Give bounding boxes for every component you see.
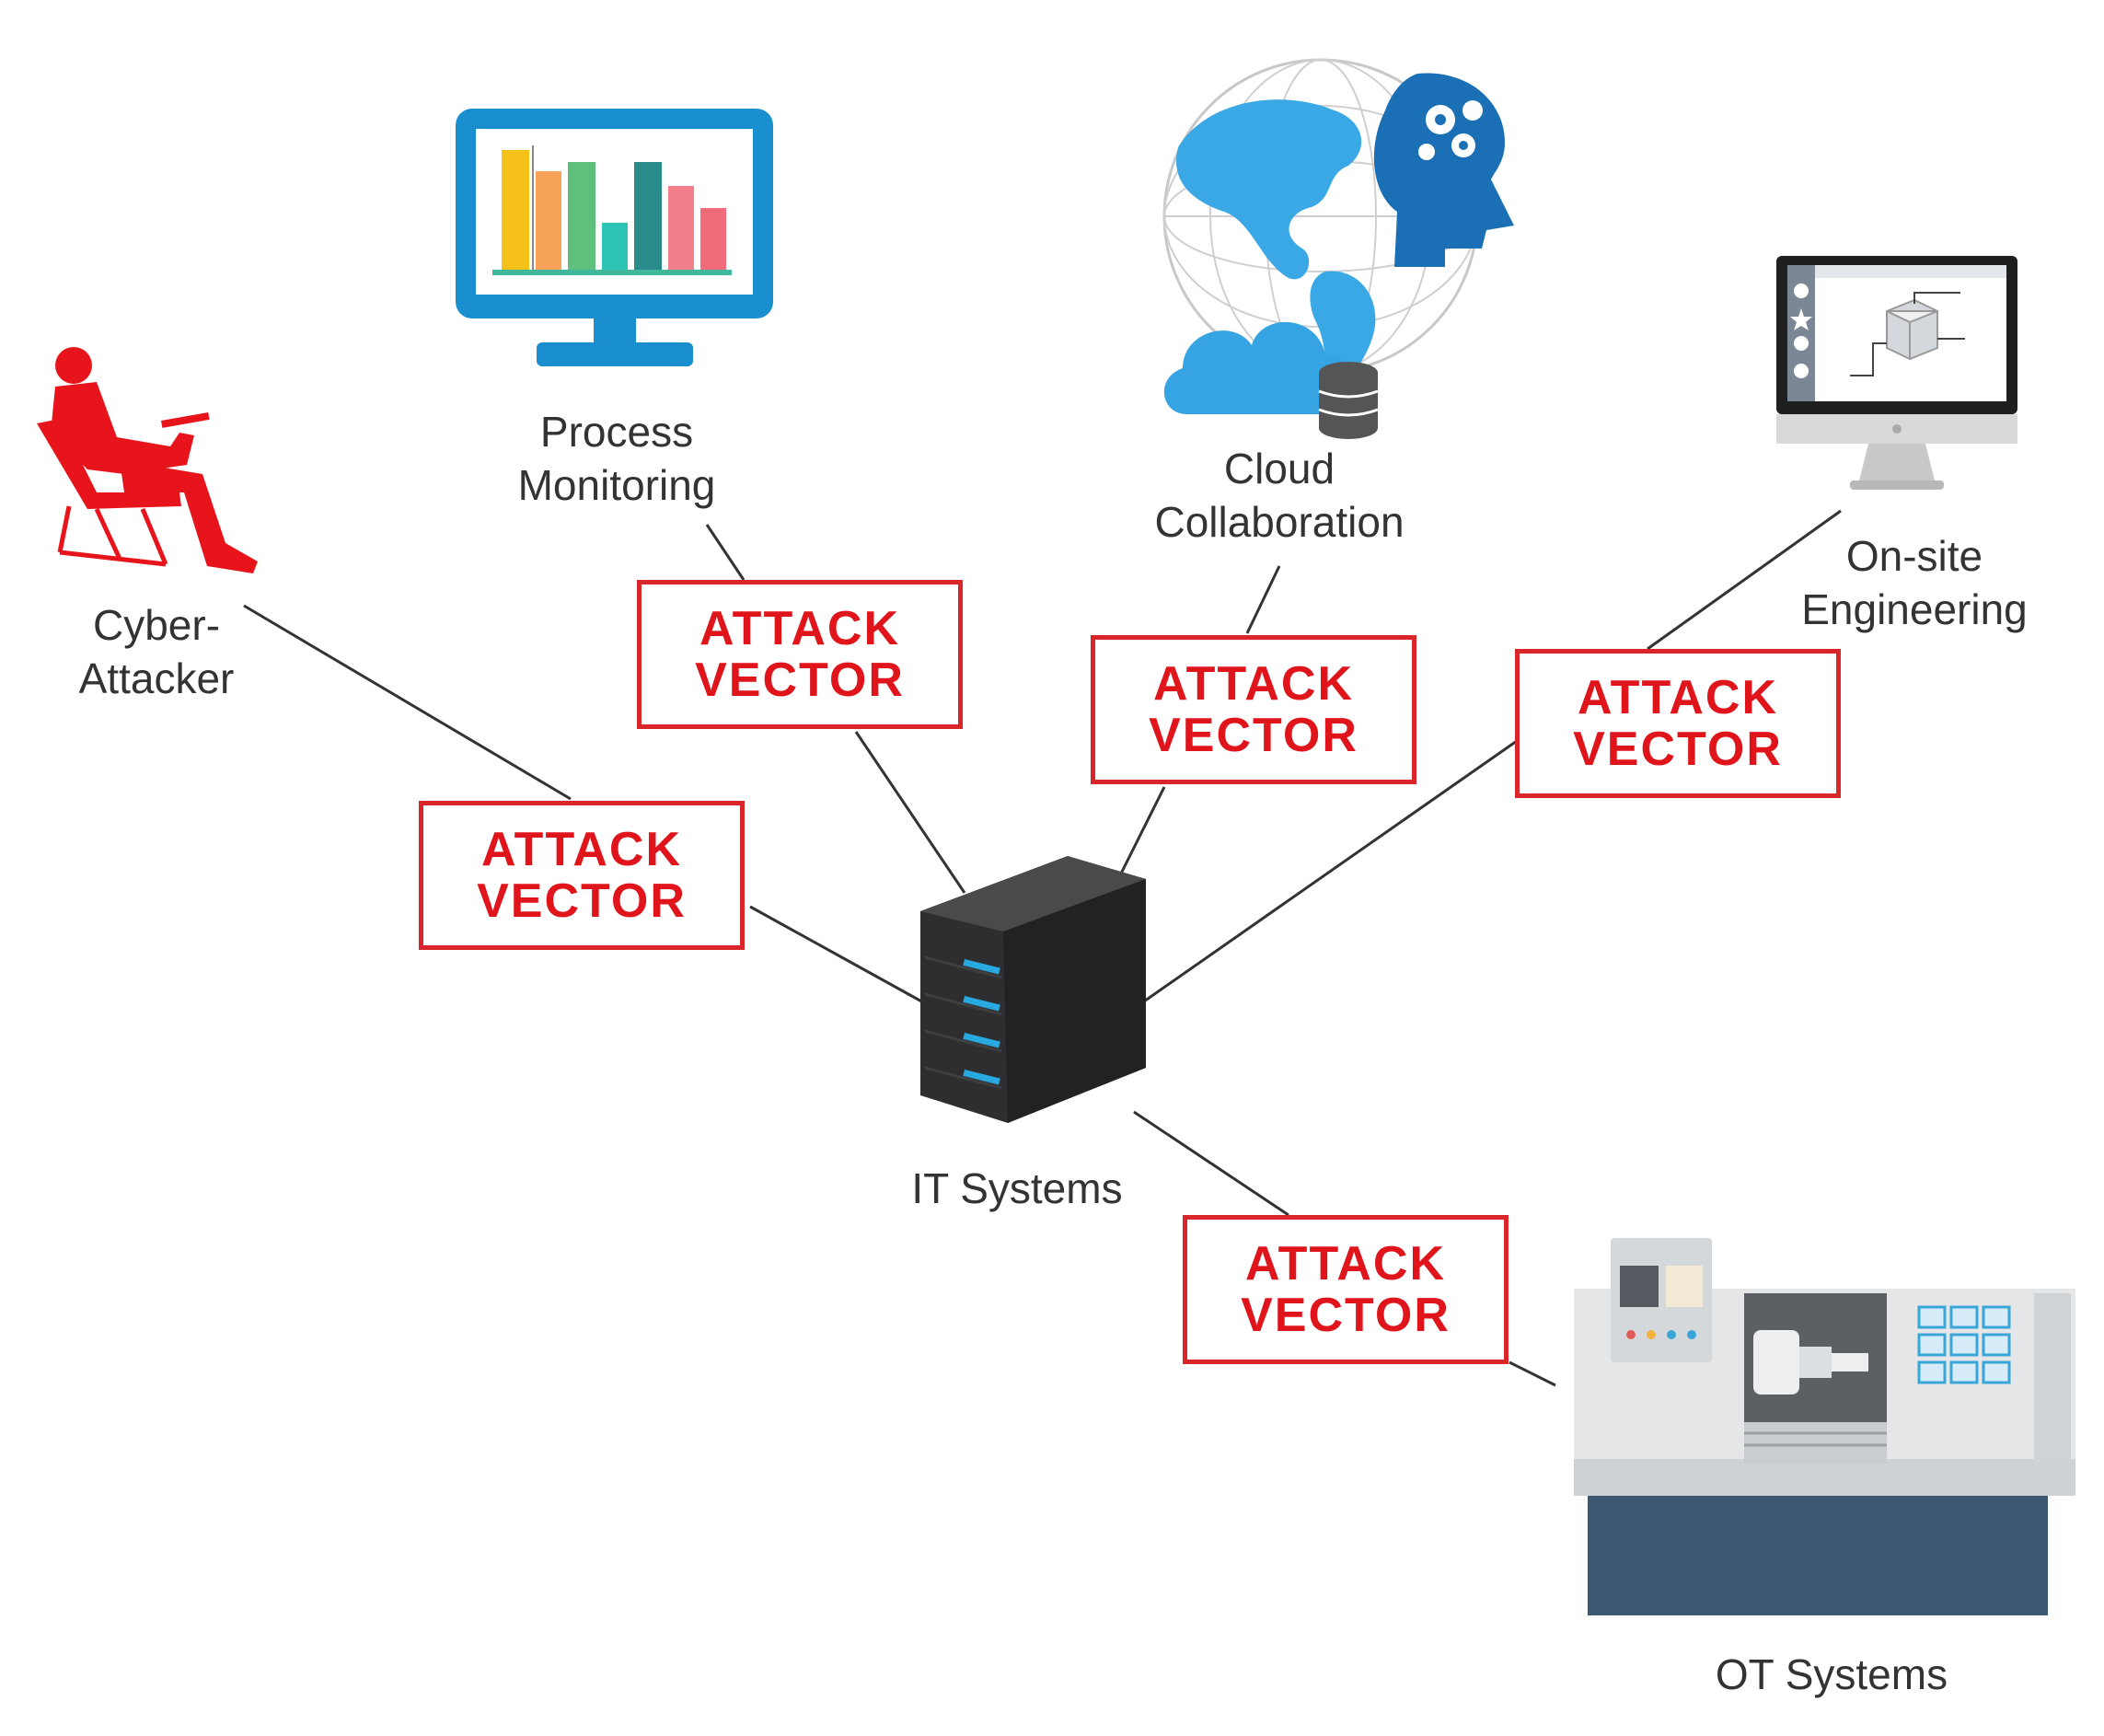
cloud-collaboration-label: Cloud Collaboration — [1132, 442, 1427, 549]
attack-vector-text-line2: VECTOR — [1573, 723, 1783, 776]
attack-vector-text-line1: ATTACK — [1244, 1237, 1447, 1290]
it-server-icon — [920, 856, 1146, 1123]
attack-vector-text-line2: VECTOR — [477, 874, 687, 928]
connector-vector-to-ot — [1509, 1360, 1556, 1387]
cyber-attacker-label-line1: Cyber- — [92, 601, 221, 649]
onsite-engineering-label: On-site Engineering — [1776, 529, 2052, 636]
connector-cloud-to-vector — [1245, 565, 1281, 634]
attack-vector-text-line1: ATTACK — [1152, 657, 1355, 711]
connector-vector-to-it-3 — [1116, 786, 1166, 880]
ot-machine-icon — [1574, 1238, 2075, 1615]
attack-vector-text-line2: VECTOR — [1149, 709, 1358, 762]
connector-vector-to-it-2 — [854, 731, 966, 894]
cyber-attacker-label: Cyber- Attacker — [55, 598, 258, 705]
ot-systems-label: OT Systems — [1715, 1650, 1948, 1698]
attack-vector-process: ATTACK VECTOR — [637, 580, 963, 729]
connector-process-to-vector — [705, 524, 746, 581]
attack-vector-text-line2: VECTOR — [1241, 1289, 1451, 1342]
cyber-attacker-label-line2: Attacker — [78, 654, 235, 702]
attack-vector-text-line1: ATTACK — [1577, 671, 1779, 724]
cloud-collaboration-label-line2: Collaboration — [1154, 498, 1405, 546]
attack-vector-text-line1: ATTACK — [480, 823, 683, 876]
connector-attacker-to-vector — [243, 604, 572, 801]
onsite-engineering-label-line2: Engineering — [1801, 585, 2028, 633]
cyber-attacker-icon — [37, 347, 258, 573]
cloud-collaboration-icon — [1162, 58, 1514, 439]
onsite-engineering-icon — [1776, 256, 2017, 490]
process-monitoring-label-line1: Process — [539, 408, 694, 456]
process-monitoring-label-line2: Monitoring — [517, 461, 716, 509]
connector-engineering-to-vector — [1647, 509, 1842, 651]
it-systems-label: IT Systems — [911, 1164, 1123, 1212]
onsite-engineering-label-line1: On-site — [1845, 532, 1983, 580]
connector-vector-to-it-4 — [1140, 739, 1518, 1005]
attack-vector-attacker: ATTACK VECTOR — [419, 801, 745, 950]
attack-vector-cloud: ATTACK VECTOR — [1091, 635, 1416, 784]
attack-vector-engineering: ATTACK VECTOR — [1515, 649, 1841, 798]
connector-vector-to-it-1 — [749, 905, 926, 1005]
process-monitoring-icon — [456, 109, 773, 366]
process-monitoring-label: Process Monitoring — [479, 405, 755, 512]
attack-vector-ot: ATTACK VECTOR — [1183, 1215, 1509, 1364]
attack-vector-text-line1: ATTACK — [699, 602, 901, 655]
cloud-collaboration-label-line1: Cloud — [1223, 445, 1335, 492]
attack-vector-text-line2: VECTOR — [695, 654, 905, 707]
connector-it-to-vector — [1133, 1110, 1289, 1217]
